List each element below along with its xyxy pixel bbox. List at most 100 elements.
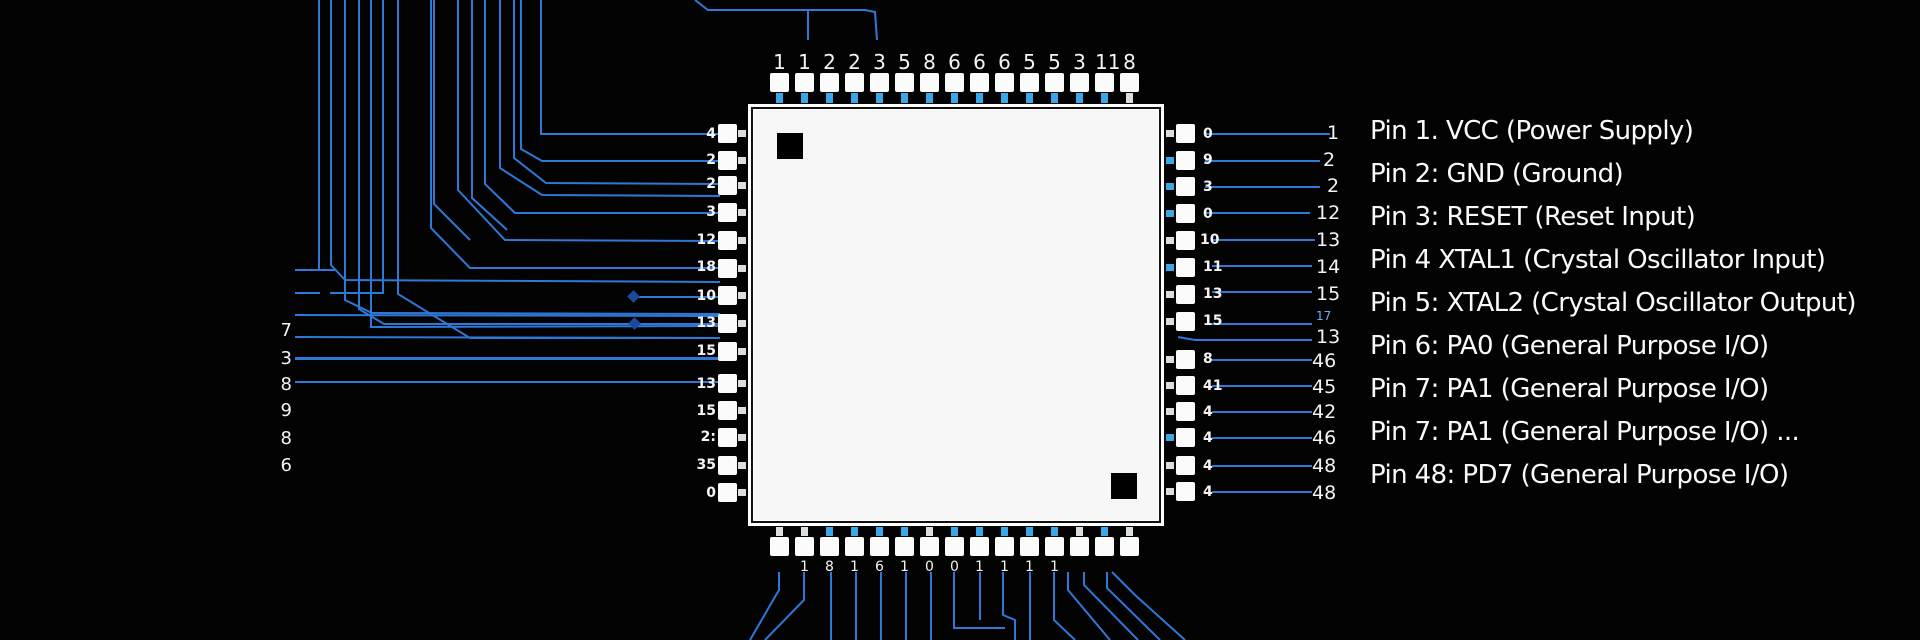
far-left-label: 6	[280, 455, 292, 476]
pin1-orientation-mark	[777, 133, 803, 159]
pin-lead	[1166, 291, 1174, 298]
pin-pad	[770, 73, 789, 92]
pin-lead	[1166, 382, 1174, 389]
pin-lead	[738, 292, 746, 299]
left-pin-label: 13	[696, 376, 716, 392]
pin-pad	[870, 73, 889, 92]
bottom-pin-label: 1	[800, 559, 809, 575]
far-left-label: 8	[280, 428, 292, 449]
pin-lead	[738, 182, 746, 189]
legend-item-pin7-repeat: Pin 7: PA1 (General Purpose I/O) ...	[1370, 417, 1800, 447]
top-pin-label: 8	[1123, 50, 1136, 74]
pin-pad	[718, 456, 737, 475]
top-pin-label: 1	[798, 50, 811, 74]
left-pin-label: 2	[706, 152, 716, 168]
orientation-mark	[1111, 473, 1137, 499]
pin-pad	[1045, 73, 1064, 92]
pin-pad	[1176, 151, 1195, 170]
right-pin-inner-label: 15	[1203, 313, 1223, 329]
right-pin-end-label: 46	[1312, 350, 1337, 372]
pin-lead	[738, 407, 746, 414]
right-pin-end-label: 48	[1312, 455, 1337, 477]
pin-pad	[718, 176, 737, 195]
top-pin-label: 5	[898, 50, 911, 74]
pin-lead	[1166, 210, 1174, 217]
pin-lead	[1101, 93, 1108, 103]
pin-lead	[1166, 130, 1174, 137]
pin-pad	[718, 231, 737, 250]
pin-lead	[901, 93, 908, 103]
pin-pad	[945, 73, 964, 92]
pin-lead	[738, 209, 746, 216]
left-pin-label: 0	[706, 485, 716, 501]
right-pin-inner-label: 11	[1203, 259, 1223, 275]
right-pin-end-label: 2	[1327, 175, 1340, 197]
left-pin-label: 4	[706, 126, 716, 142]
pin-lead	[738, 348, 746, 355]
right-pin-end-label: 13	[1316, 229, 1341, 251]
legend-item-pin4: Pin 4 XTAL1 (Crystal Oscillator Input)	[1370, 245, 1826, 275]
far-left-label: 3	[280, 348, 292, 369]
pin-lead	[1166, 462, 1174, 469]
right-pin-end-label: 45	[1312, 376, 1337, 398]
pin-lead	[801, 527, 808, 536]
right-pin-end-label: 42	[1312, 401, 1337, 423]
bottom-pin-label: 0	[950, 559, 959, 575]
pin-pad	[1070, 73, 1089, 92]
right-pin-end-label: 13	[1316, 326, 1341, 348]
right-pin-end-label: 14	[1316, 256, 1341, 278]
right-pin-inner-label: 4	[1203, 484, 1213, 500]
pin-pad	[718, 342, 737, 361]
pin-pad	[1176, 312, 1195, 331]
pin-pad	[995, 537, 1014, 556]
right-pin-end-label: 12	[1316, 202, 1341, 224]
pin-pad	[1045, 537, 1064, 556]
pin-lead	[826, 93, 833, 103]
pin-lead	[1166, 434, 1174, 441]
pin-lead	[738, 380, 746, 387]
pin-lead	[976, 527, 983, 536]
pin-pad	[718, 151, 737, 170]
pin-pad	[1176, 204, 1195, 223]
top-pin-label: 3	[1073, 50, 1086, 74]
pin-lead	[876, 527, 883, 536]
pin-lead	[738, 157, 746, 164]
left-pin-label: 2:	[700, 429, 716, 445]
pin-lead	[801, 93, 808, 103]
pin-pad	[718, 286, 737, 305]
right-pin-inner-label: 4	[1203, 458, 1213, 474]
right-pin-inner-label: 4	[1203, 430, 1213, 446]
pin-pad	[1120, 537, 1139, 556]
top-pin-label: 2	[823, 50, 836, 74]
left-pin-label: 18	[696, 259, 716, 275]
right-pin-end-label: 17	[1316, 309, 1332, 323]
pin-lead	[926, 93, 933, 103]
pin-lead	[1166, 264, 1174, 271]
pin-pad	[1176, 482, 1195, 501]
far-left-label: 7	[280, 320, 292, 341]
bottom-pin-label: 1	[1025, 559, 1034, 575]
pin-pad	[920, 537, 939, 556]
left-pin-label: 15	[696, 403, 716, 419]
right-pin-end-label: 1	[1327, 122, 1340, 144]
pin-pad	[1176, 258, 1195, 277]
pin-lead	[851, 527, 858, 536]
pin-pad	[970, 537, 989, 556]
pin-lead	[738, 130, 746, 137]
pin-pad	[1095, 537, 1114, 556]
pin-lead	[1166, 237, 1174, 244]
top-pin-label: 8	[923, 50, 936, 74]
pin-lead	[926, 527, 933, 536]
pin-lead	[738, 462, 746, 469]
legend-item-pin3: Pin 3: RESET (Reset Input)	[1370, 202, 1696, 232]
pin-function-legend: Pin 1. VCC (Power Supply) Pin 2: GND (Gr…	[1370, 110, 1857, 497]
bottom-pin-label: 1	[975, 559, 984, 575]
bottom-pin-label: 1	[900, 559, 909, 575]
bottom-pin-label: 1	[850, 559, 859, 575]
right-pin-end-label: 2	[1323, 149, 1336, 171]
right-pin-inner-label: 4	[1203, 404, 1213, 420]
legend-item-pin1: Pin 1. VCC (Power Supply)	[1370, 116, 1694, 146]
pin-lead	[1126, 93, 1133, 103]
right-pin-inner-label: 10	[1200, 232, 1220, 248]
